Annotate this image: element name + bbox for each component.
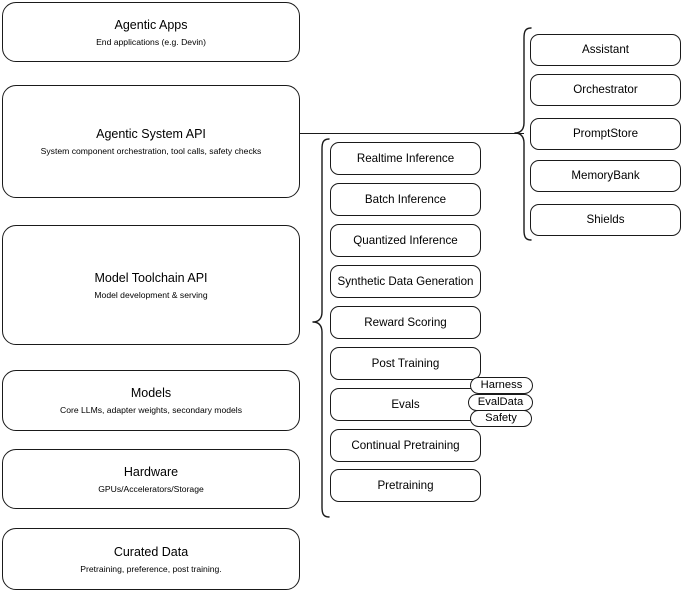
connector-agentic-system-to-components <box>300 133 524 135</box>
layer-subtitle: End applications (e.g. Devin) <box>96 36 206 47</box>
layer-subtitle: Pretraining, preference, post training. <box>80 563 222 574</box>
component-box-continual-pretraining[interactable]: Continual Pretraining <box>330 429 481 462</box>
component-box-reward-scoring[interactable]: Reward Scoring <box>330 306 481 339</box>
layer-title: Hardware <box>123 464 179 479</box>
component-label: Shields <box>586 213 625 226</box>
component-box-assistant[interactable]: Assistant <box>530 34 681 66</box>
layer-box-agentic-apps[interactable]: Agentic Apps End applications (e.g. Devi… <box>2 2 300 62</box>
layer-subtitle: Core LLMs, adapter weights, secondary mo… <box>60 405 242 415</box>
component-box-memorybank[interactable]: MemoryBank <box>530 160 681 192</box>
component-box-evals[interactable]: Evals <box>330 388 481 421</box>
component-label: Post Training <box>371 356 440 370</box>
component-label: Synthetic Data Generation <box>337 274 474 288</box>
brace-toolchain <box>310 138 330 518</box>
component-label: Continual Pretraining <box>351 438 460 452</box>
evals-badge-label: Safety <box>485 412 517 424</box>
evals-badge-evaldata[interactable]: EvalData <box>468 394 533 411</box>
component-box-batch-inference[interactable]: Batch Inference <box>330 183 481 216</box>
component-label: MemoryBank <box>571 169 640 182</box>
layer-box-models[interactable]: Models Core LLMs, adapter weights, secon… <box>2 370 300 431</box>
layer-title: Agentic System API <box>96 127 206 141</box>
component-box-promptstore[interactable]: PromptStore <box>530 118 681 150</box>
brace-agentic-system <box>514 27 532 241</box>
component-box-quantized-inference[interactable]: Quantized Inference <box>330 224 481 257</box>
evals-badge-label: EvalData <box>477 396 524 408</box>
layer-title: Agentic Apps <box>114 17 188 32</box>
component-label: Quantized Inference <box>353 233 458 247</box>
layer-box-model-toolchain-api[interactable]: Model Toolchain API Model development & … <box>2 225 300 345</box>
layer-subtitle: Model development & serving <box>94 289 208 300</box>
layer-title: Curated Data <box>113 544 189 559</box>
evals-badge-safety[interactable]: Safety <box>470 410 532 427</box>
component-box-post-training[interactable]: Post Training <box>330 347 481 380</box>
component-label: PromptStore <box>572 127 639 140</box>
component-box-shields[interactable]: Shields <box>530 204 681 236</box>
layer-box-hardware[interactable]: Hardware GPUs/Accelerators/Storage <box>2 449 300 509</box>
layer-subtitle: GPUs/Accelerators/Storage <box>98 483 204 494</box>
component-box-synthetic-data-generation[interactable]: Synthetic Data Generation <box>330 265 481 298</box>
layer-box-agentic-system-api[interactable]: Agentic System API System component orch… <box>2 85 300 198</box>
layer-title: Model Toolchain API <box>94 270 208 285</box>
component-box-pretraining[interactable]: Pretraining <box>330 469 481 502</box>
layer-box-curated-data[interactable]: Curated Data Pretraining, preference, po… <box>2 528 300 590</box>
component-box-orchestrator[interactable]: Orchestrator <box>530 74 681 106</box>
component-label: Pretraining <box>377 478 434 492</box>
component-box-realtime-inference[interactable]: Realtime Inference <box>330 142 481 175</box>
component-label: Batch Inference <box>364 192 447 206</box>
evals-badge-harness[interactable]: Harness <box>470 377 533 394</box>
component-label: Assistant <box>581 43 630 56</box>
evals-badge-label: Harness <box>480 379 523 391</box>
component-label: Evals <box>391 397 420 411</box>
component-label: Realtime Inference <box>356 151 455 165</box>
component-label: Reward Scoring <box>364 315 447 329</box>
component-label: Orchestrator <box>573 83 638 96</box>
layer-title: Models <box>130 386 172 400</box>
layer-subtitle: System component orchestration, tool cal… <box>40 146 262 156</box>
